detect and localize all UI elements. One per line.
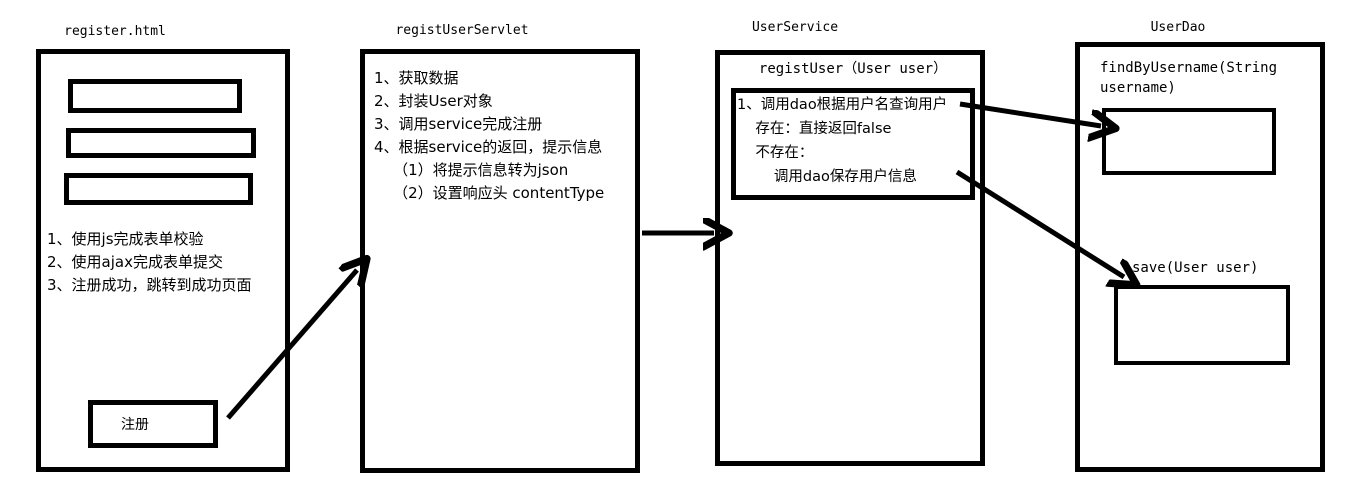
register-submit-button-label: 注册 bbox=[121, 417, 149, 433]
input-field-2[interactable] bbox=[66, 128, 256, 158]
panel-user-dao bbox=[1075, 42, 1325, 472]
column-title-regist-user-servlet: registUserServlet bbox=[395, 23, 529, 38]
register-submit-button[interactable]: 注册 bbox=[88, 400, 218, 448]
input-field-3[interactable] bbox=[64, 173, 253, 205]
method-body-box-regist-user bbox=[731, 88, 975, 200]
method-signature-save: save(User user) bbox=[1132, 260, 1259, 276]
regist-user-servlet-notes: 1、获取数据 2、封装User对象 3、调用service完成注册 4、根据se… bbox=[374, 69, 605, 202]
method-body-text-regist-user: 1、调用dao根据用户名查询用户 存在：直接返回false 不存在： 调用dao… bbox=[737, 97, 948, 185]
method-body-box-save bbox=[1114, 285, 1290, 365]
method-signature-find-by-username: findByUsername(String username) bbox=[1100, 60, 1278, 96]
column-title-user-dao: UserDao bbox=[1150, 20, 1206, 35]
method-signature-regist-user: registUser（User user） bbox=[758, 61, 948, 77]
register-html-notes: 1、使用js完成表单校验 2、使用ajax完成表单提交 3、注册成功，跳转到成功… bbox=[47, 230, 252, 294]
method-body-box-find-by-username bbox=[1102, 108, 1276, 175]
input-field-1[interactable] bbox=[68, 79, 242, 113]
column-title-register-html: register.html bbox=[64, 24, 166, 39]
column-title-user-service: UserService bbox=[751, 20, 839, 35]
